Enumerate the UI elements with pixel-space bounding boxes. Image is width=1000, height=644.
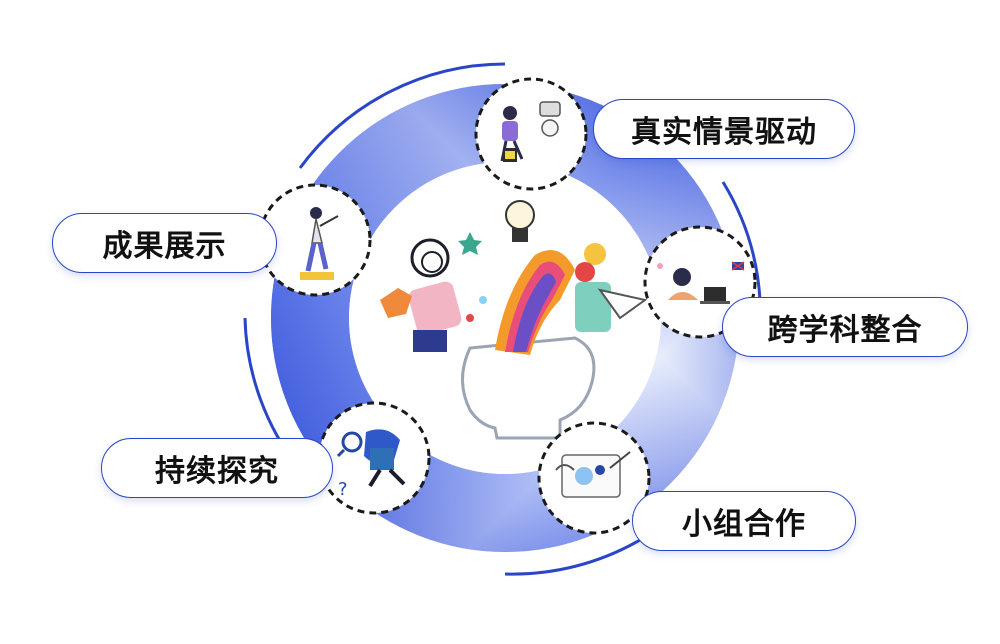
stage-label-5: 成果展示 — [52, 213, 277, 273]
person-with-magnifier-icon: ? — [336, 429, 406, 500]
stage-node-3 — [537, 421, 651, 535]
girl-studying-laptop-icon — [657, 261, 745, 304]
outer-arc-lines — [243, 62, 762, 576]
stage-label-4: 持续探究 — [101, 438, 333, 498]
hands-drawing-together-icon — [555, 451, 631, 498]
stage-label-1: 真实情景驱动 — [593, 99, 855, 159]
stage-node-1 — [474, 77, 588, 191]
stage-label-3: 小组合作 — [632, 491, 856, 551]
creative-head-illustration — [380, 200, 648, 440]
stage-label-2: 跨学科整合 — [722, 297, 968, 357]
stage-node-4: ? — [317, 401, 431, 515]
svg-text:?: ? — [338, 479, 348, 500]
person-presenting-podium-icon — [300, 207, 339, 280]
person-with-robot-ai-icon — [500, 101, 561, 162]
